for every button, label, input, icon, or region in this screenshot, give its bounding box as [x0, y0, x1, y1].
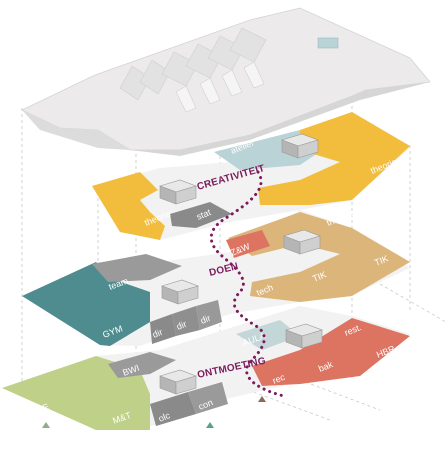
- area-con: [188, 382, 228, 414]
- area-dir-b: [172, 306, 200, 336]
- roof-window: [317, 37, 339, 49]
- area-bwi: [108, 352, 176, 378]
- box-bottom-left: [159, 369, 197, 395]
- label-dir-b: dir: [175, 319, 188, 332]
- area-stat: [170, 202, 232, 228]
- entrance-marker-middle: [206, 422, 214, 428]
- floor-middle: Z&W theorie tech TIK TIK team GYM dir di…: [22, 208, 410, 346]
- label-dir-a: dir: [151, 327, 164, 340]
- box-middle-left: [161, 279, 199, 305]
- area-dir-c: [196, 300, 222, 330]
- label-pie: PIE: [33, 402, 50, 416]
- label-dir-c: dir: [199, 313, 212, 326]
- roof: [21, 7, 431, 156]
- label-olc: olc: [157, 410, 172, 424]
- label-tik-b: TIK: [373, 253, 390, 268]
- label-tik-a: TIK: [311, 269, 328, 284]
- connection-path: [209, 170, 286, 398]
- area-theorie-tik: [228, 212, 410, 302]
- area-zw: [226, 230, 270, 258]
- area-dir-a: [150, 314, 176, 344]
- area-pie-mt: [2, 356, 150, 430]
- area-aula: [236, 320, 300, 350]
- area-rec-bak-hbr: [252, 318, 410, 386]
- entrance-marker-right: [258, 396, 266, 402]
- area-theorie-left: [92, 172, 165, 240]
- floor-top: atelier theorie theorie stat CREATIVITEI…: [92, 112, 410, 240]
- area-gym: [22, 262, 150, 346]
- floor-bottom: AULA rest. rec bak HBR BWI PIE M&T olc c…: [2, 306, 410, 430]
- area-team: [92, 254, 182, 282]
- entrance-marker-left: [42, 422, 50, 428]
- box-top: [159, 179, 197, 205]
- entrance-markers: [42, 396, 266, 428]
- box-bottom-right: [285, 323, 323, 349]
- box-middle-right: [283, 229, 321, 255]
- label-rec: rec: [271, 372, 287, 386]
- box-top-right: [281, 133, 319, 159]
- area-theorie-right: [258, 112, 410, 205]
- area-olc: [150, 392, 196, 426]
